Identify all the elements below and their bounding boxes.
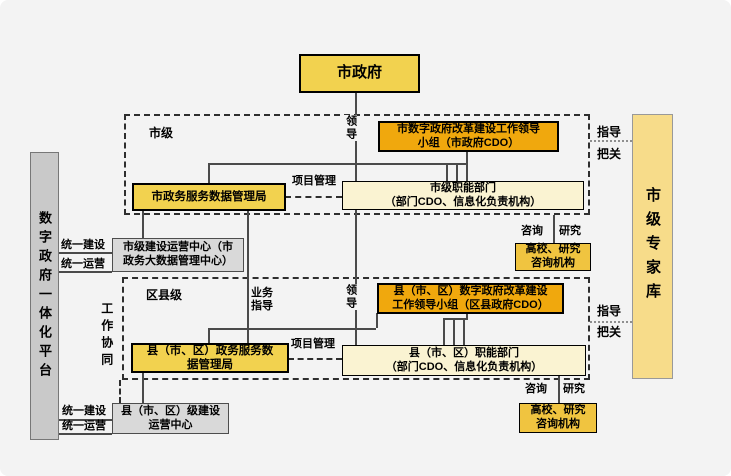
connector-unified-ops-top	[59, 271, 112, 273]
label-lead-top: 领导	[344, 115, 357, 141]
connector-lead-lower	[355, 209, 357, 345]
box-county-data-bureau: 县（市、区）政务服务数 据管理局	[131, 343, 289, 373]
county-section-label: 区县级	[146, 288, 183, 302]
label-check-top: 把关	[597, 147, 622, 161]
connector-county-drop-a	[443, 318, 445, 345]
box-city-government: 市政府	[299, 54, 420, 93]
connector-countylg-left-stub	[376, 313, 378, 328]
box-county-leading-group: 县（市、区）数字政府改革建设 工作领导小组（区县政府CDO）	[377, 283, 564, 314]
label-biz-guidance: 业务 指导	[251, 287, 273, 312]
connector-to-countybureau	[208, 328, 210, 343]
connector-leadinggroup-horizontal	[208, 163, 467, 165]
expert-bar: 市级专家库	[632, 114, 673, 379]
connector-county-opcenter-dashed	[119, 380, 121, 403]
label-unified-ops-top: 统一运营	[61, 258, 105, 270]
label-project-mgmt-top: 项目管理	[292, 175, 336, 187]
connector-unified-build-bottom	[59, 419, 112, 421]
connector-expert-top	[590, 140, 632, 142]
box-city-advisory: 高校、研究 咨询机构	[515, 243, 591, 271]
box-city-departments: 市级职能部门 （部门CDO、信息化负责机构）	[342, 181, 584, 210]
connector-county-advisory	[558, 375, 560, 403]
connector-county-drop-b	[453, 318, 455, 345]
connector-project-mgmt-top	[285, 196, 342, 198]
connector-leadinggroup-stub	[466, 152, 468, 181]
city-section-frame	[124, 114, 590, 215]
connector-citybureau-opcenter	[142, 210, 144, 238]
platform-bar: 数字政府一体化平台	[30, 152, 59, 440]
label-research-top: 研究	[559, 225, 581, 237]
label-guide-bottom: 指导	[597, 304, 622, 318]
label-unified-ops-bottom: 统一运营	[62, 420, 106, 432]
box-county-departments: 县（市、区）职能部门 （部门CDO、信息化负责机构）	[342, 345, 586, 376]
label-guide-top: 指导	[597, 125, 622, 139]
label-consult-top: 咨询	[521, 225, 543, 237]
connector-city-advisory	[553, 215, 555, 243]
label-work-coordination: 工作协同	[99, 302, 114, 370]
connector-project-mgmt-bottom	[288, 358, 342, 360]
label-consult-bottom: 咨询	[525, 383, 547, 395]
box-county-advisory: 高校、研究 咨询机构	[519, 403, 597, 433]
connector-countylg-bridge	[443, 318, 467, 320]
connector-biz-guidance	[247, 210, 249, 343]
box-county-operation-center: 县（市、区）级建设 运营中心	[112, 403, 229, 434]
connector-countylg-horizontal	[208, 328, 376, 330]
connector-unified-build-top	[59, 252, 112, 254]
city-section-label: 市级	[149, 126, 174, 140]
label-research-bottom: 研究	[563, 383, 585, 395]
label-unified-build-bottom: 统一建设	[62, 405, 106, 417]
box-city-data-bureau: 市政务服务数据管理局	[132, 183, 286, 211]
label-lead-bottom: 领导	[344, 284, 357, 310]
connector-county-drop-c	[463, 318, 465, 345]
connector-countybureau-opcenter	[142, 372, 144, 403]
label-check-bottom: 把关	[597, 325, 622, 339]
connector-to-citybureau	[208, 163, 210, 183]
connector-unified-ops-bottom	[59, 433, 112, 435]
box-city-operation-center: 市级建设运营中心（市 政务大数据管理中心）	[112, 238, 244, 272]
connector-drop-a	[446, 163, 448, 181]
connector-expert-bottom	[590, 321, 632, 323]
label-project-mgmt-bottom: 项目管理	[291, 338, 335, 350]
connector-countylg-center-stub	[466, 313, 468, 320]
connector-drop-b	[456, 163, 458, 181]
label-unified-build-top: 统一建设	[61, 239, 105, 251]
box-city-leading-group: 市数字政府改革建设工作领导 小组（市政府CDO）	[378, 121, 559, 152]
